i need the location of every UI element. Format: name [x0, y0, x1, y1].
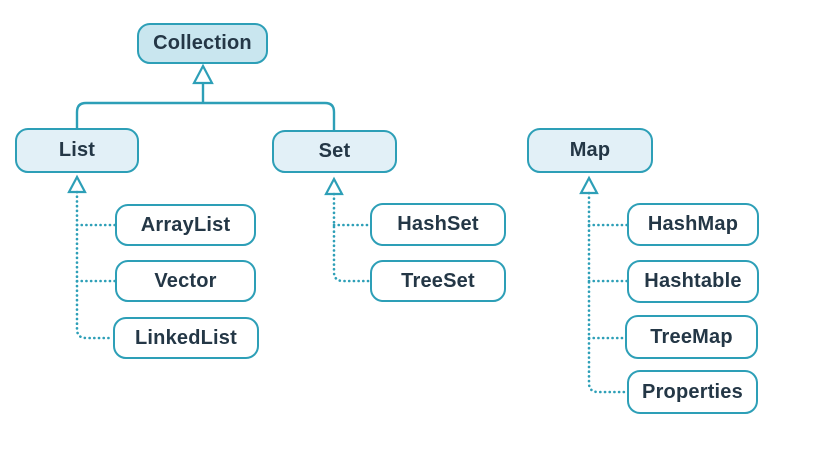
node-linkedlist: LinkedList	[113, 317, 259, 359]
set-children-spine-line	[332, 192, 372, 283]
map-children-spine-line	[587, 191, 629, 394]
collection-branch-line	[75, 101, 336, 130]
node-collection: Collection	[137, 23, 268, 64]
node-map: Map	[527, 128, 653, 173]
node-list: List	[15, 128, 139, 173]
collection-inheritance-arrow-icon	[192, 63, 214, 85]
map-inheritance-arrow-icon	[579, 175, 599, 195]
node-treemap: TreeMap	[625, 315, 758, 359]
node-set: Set	[272, 130, 397, 173]
list-inheritance-arrow-icon	[67, 174, 87, 194]
node-hashtable: Hashtable	[627, 260, 759, 303]
node-hashset: HashSet	[370, 203, 506, 246]
node-arraylist: ArrayList	[115, 204, 256, 246]
list-children-spine-line	[75, 190, 115, 340]
node-hashmap: HashMap	[627, 203, 759, 246]
set-inheritance-arrow-icon	[324, 176, 344, 196]
node-vector: Vector	[115, 260, 256, 302]
node-treeset: TreeSet	[370, 260, 506, 302]
node-properties: Properties	[627, 370, 758, 414]
